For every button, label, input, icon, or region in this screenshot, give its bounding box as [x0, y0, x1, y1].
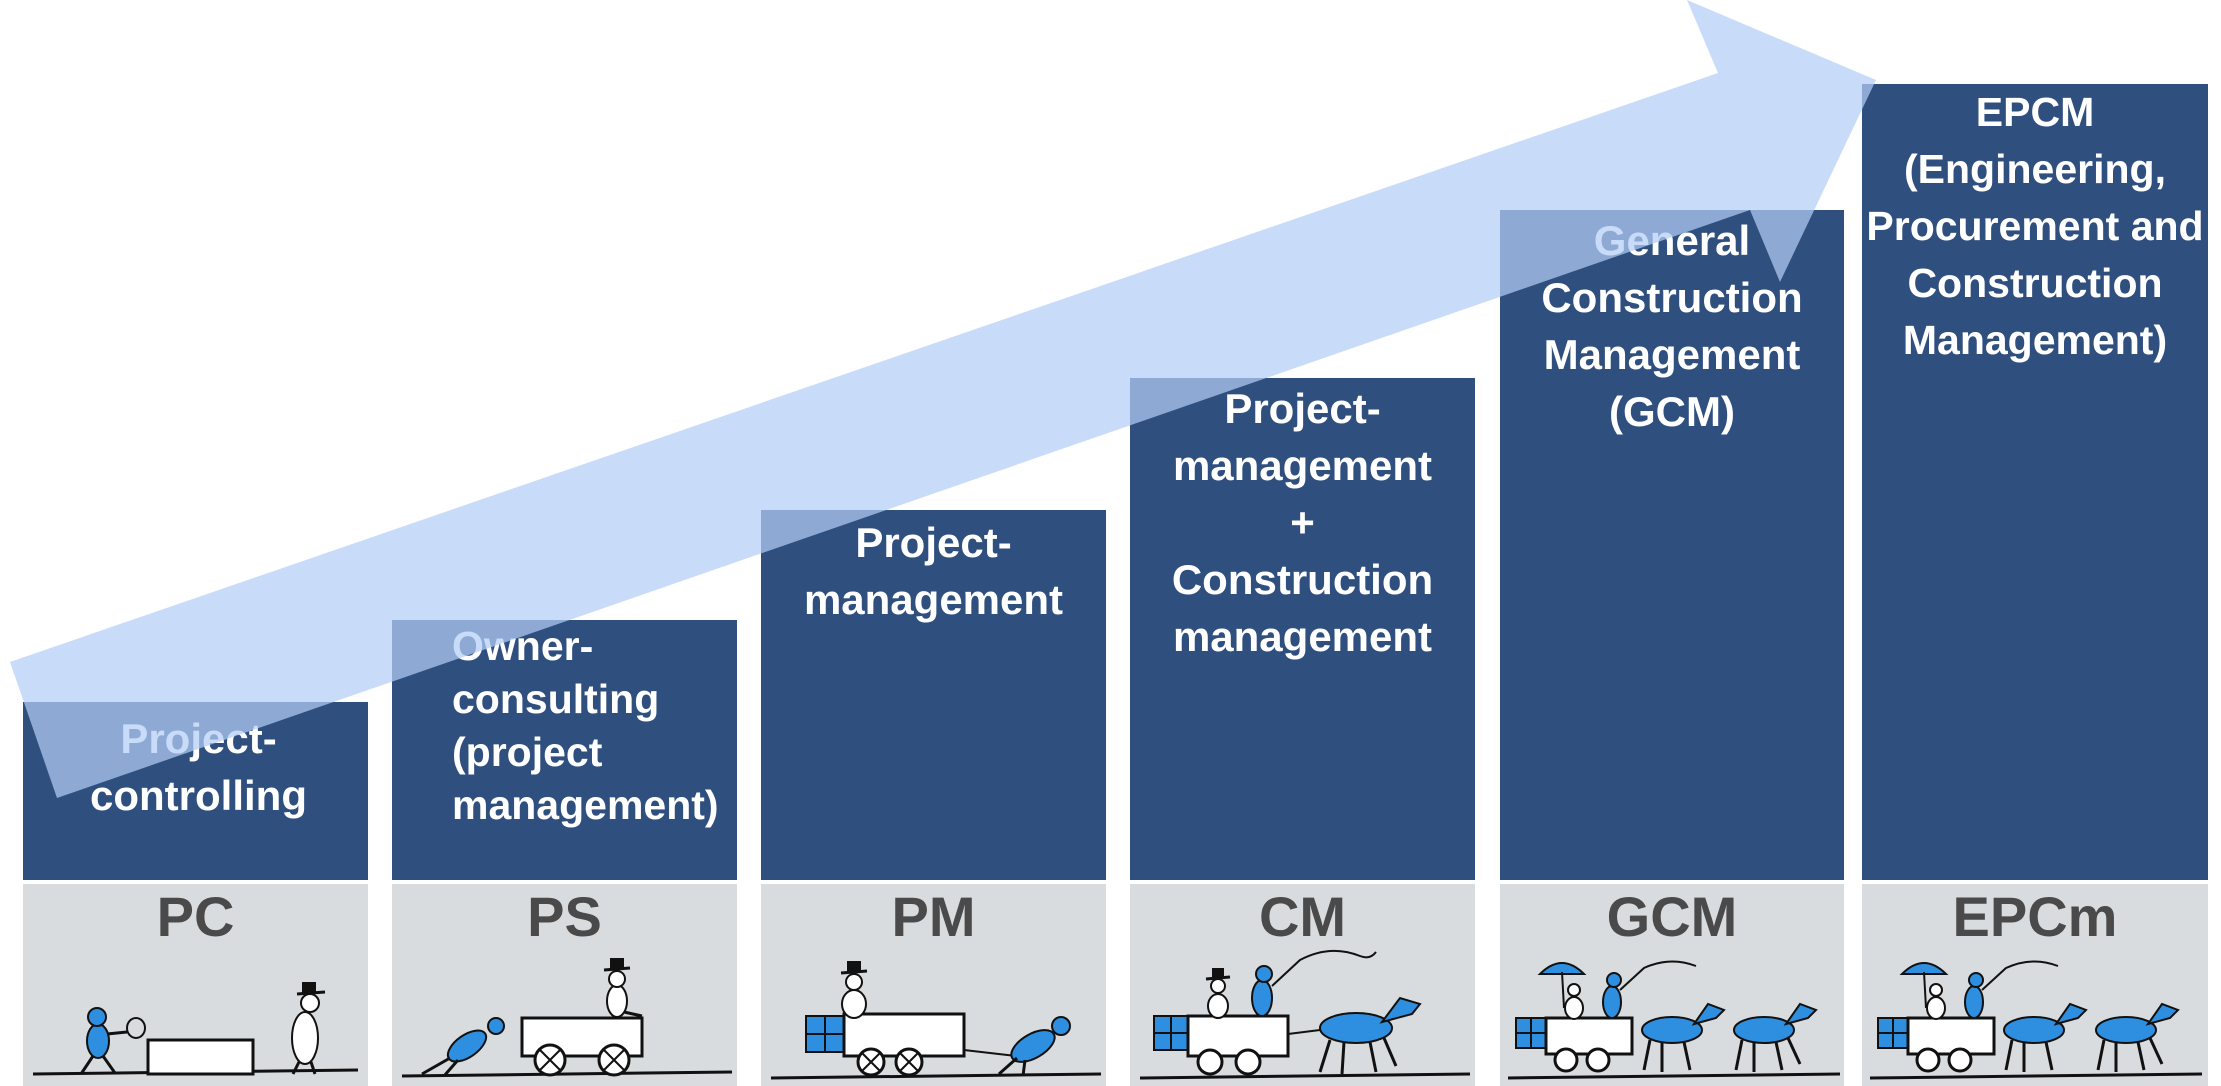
- step-project-controlling: Project- controlling PC: [23, 702, 368, 1086]
- step-abbr: PC: [156, 885, 235, 948]
- step-abbr: GCM: [1606, 885, 1738, 948]
- step-label: Project- management: [803, 519, 1064, 623]
- step-label: Owner- consulting (project management): [452, 623, 719, 828]
- pushing-cart-icon: [401, 958, 733, 1078]
- step-general-construction-management: General Construction Management (GCM) GC…: [1500, 210, 1844, 1086]
- abbr-panel: CM: [1130, 884, 1475, 1086]
- step-epcm: EPCM (Engineering, Procurement and Const…: [1862, 84, 2208, 1086]
- step-abbr: PS: [527, 885, 602, 948]
- step-label: Project- controlling: [90, 715, 307, 819]
- abbr-panel: EPCm: [1862, 884, 2208, 1086]
- abbr-panel: PC: [23, 884, 368, 1086]
- tennis-net-figures-icon: [32, 982, 359, 1076]
- abbr-panel: PS: [392, 884, 737, 1086]
- step-project-management: Project- management PM: [761, 510, 1106, 1086]
- step-abbr: EPCm: [1952, 885, 2118, 948]
- abbr-panel: GCM: [1500, 884, 1844, 1086]
- step-label: EPCM (Engineering, Procurement and Const…: [1866, 89, 2204, 363]
- step-owner-consulting: Owner- consulting (project management) P…: [392, 620, 737, 1086]
- step-construction-management: Project- management + Construction manag…: [1130, 378, 1475, 1086]
- step-abbr: CM: [1258, 885, 1347, 948]
- step-label: Project- management + Construction manag…: [1171, 385, 1434, 660]
- two-horse-cart-umbrella-icon: [1869, 960, 2203, 1080]
- two-horse-cart-icon: [1507, 960, 1841, 1080]
- abbr-panel: PM: [761, 884, 1106, 1086]
- pulling-cart-icon: [770, 961, 1102, 1080]
- step-box: [1862, 84, 2208, 880]
- step-abbr: PM: [891, 885, 976, 948]
- horse-cart-icon: [1139, 949, 1471, 1080]
- step-label: General Construction Management (GCM): [1541, 217, 1803, 435]
